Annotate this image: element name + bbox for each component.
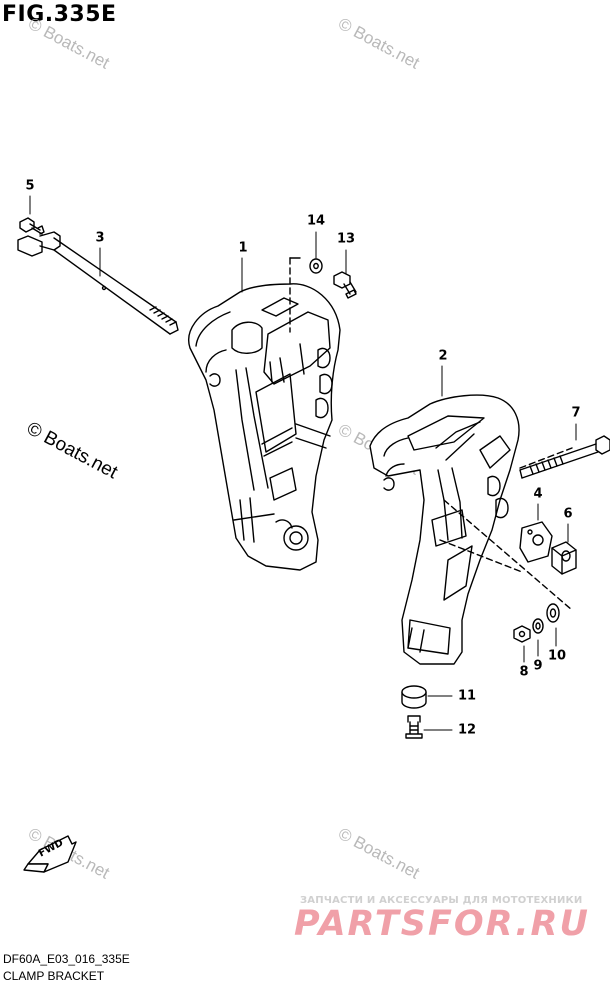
callout-4[interactable]: 4 — [533, 486, 543, 502]
part-8-nut[interactable] — [513, 625, 531, 643]
callout-14[interactable]: 14 — [306, 213, 326, 229]
figure-code: DF60A_E03_016_335E — [3, 952, 130, 966]
callout-10[interactable]: 10 — [547, 648, 567, 664]
leader-lines — [29, 195, 577, 731]
part-3-shaft[interactable] — [17, 231, 179, 335]
callout-8[interactable]: 8 — [519, 664, 529, 680]
figure-caption: CLAMP BRACKET — [3, 969, 105, 983]
fwd-arrow — [23, 835, 77, 873]
callout-2[interactable]: 2 — [438, 348, 448, 364]
part-11-cushion[interactable] — [401, 685, 427, 709]
part-5-bolt[interactable] — [19, 217, 45, 235]
callout-3[interactable]: 3 — [95, 230, 105, 246]
callout-1[interactable]: 1 — [238, 240, 248, 256]
figure-title: FIG.335E — [2, 2, 117, 27]
part-4-plate[interactable] — [519, 521, 553, 563]
part-7-bolt[interactable] — [519, 435, 610, 479]
callout-11[interactable]: 11 — [457, 688, 477, 704]
callout-12[interactable]: 12 — [457, 722, 477, 738]
part-1-clamp-bracket[interactable] — [188, 257, 341, 571]
part-10-washer[interactable] — [546, 603, 560, 623]
callout-13[interactable]: 13 — [336, 231, 356, 247]
callout-6[interactable]: 6 — [563, 506, 573, 522]
callout-5[interactable]: 5 — [25, 178, 35, 194]
callout-9[interactable]: 9 — [533, 658, 543, 674]
part-6-nut[interactable] — [551, 541, 577, 575]
part-14-washer[interactable] — [309, 258, 323, 274]
part-9-washer[interactable] — [532, 618, 544, 634]
brand-logo: PARTSFOR.RU — [294, 904, 590, 944]
brand-tagline: ЗАПЧАСТИ И АКСЕССУАРЫ ДЛЯ МОТОТЕХНИКИ — [300, 895, 583, 906]
part-13-bolt[interactable] — [333, 271, 357, 299]
part-12-screw[interactable] — [405, 715, 423, 739]
part-2-clamp-bracket[interactable] — [369, 394, 573, 665]
callout-7[interactable]: 7 — [571, 405, 581, 421]
